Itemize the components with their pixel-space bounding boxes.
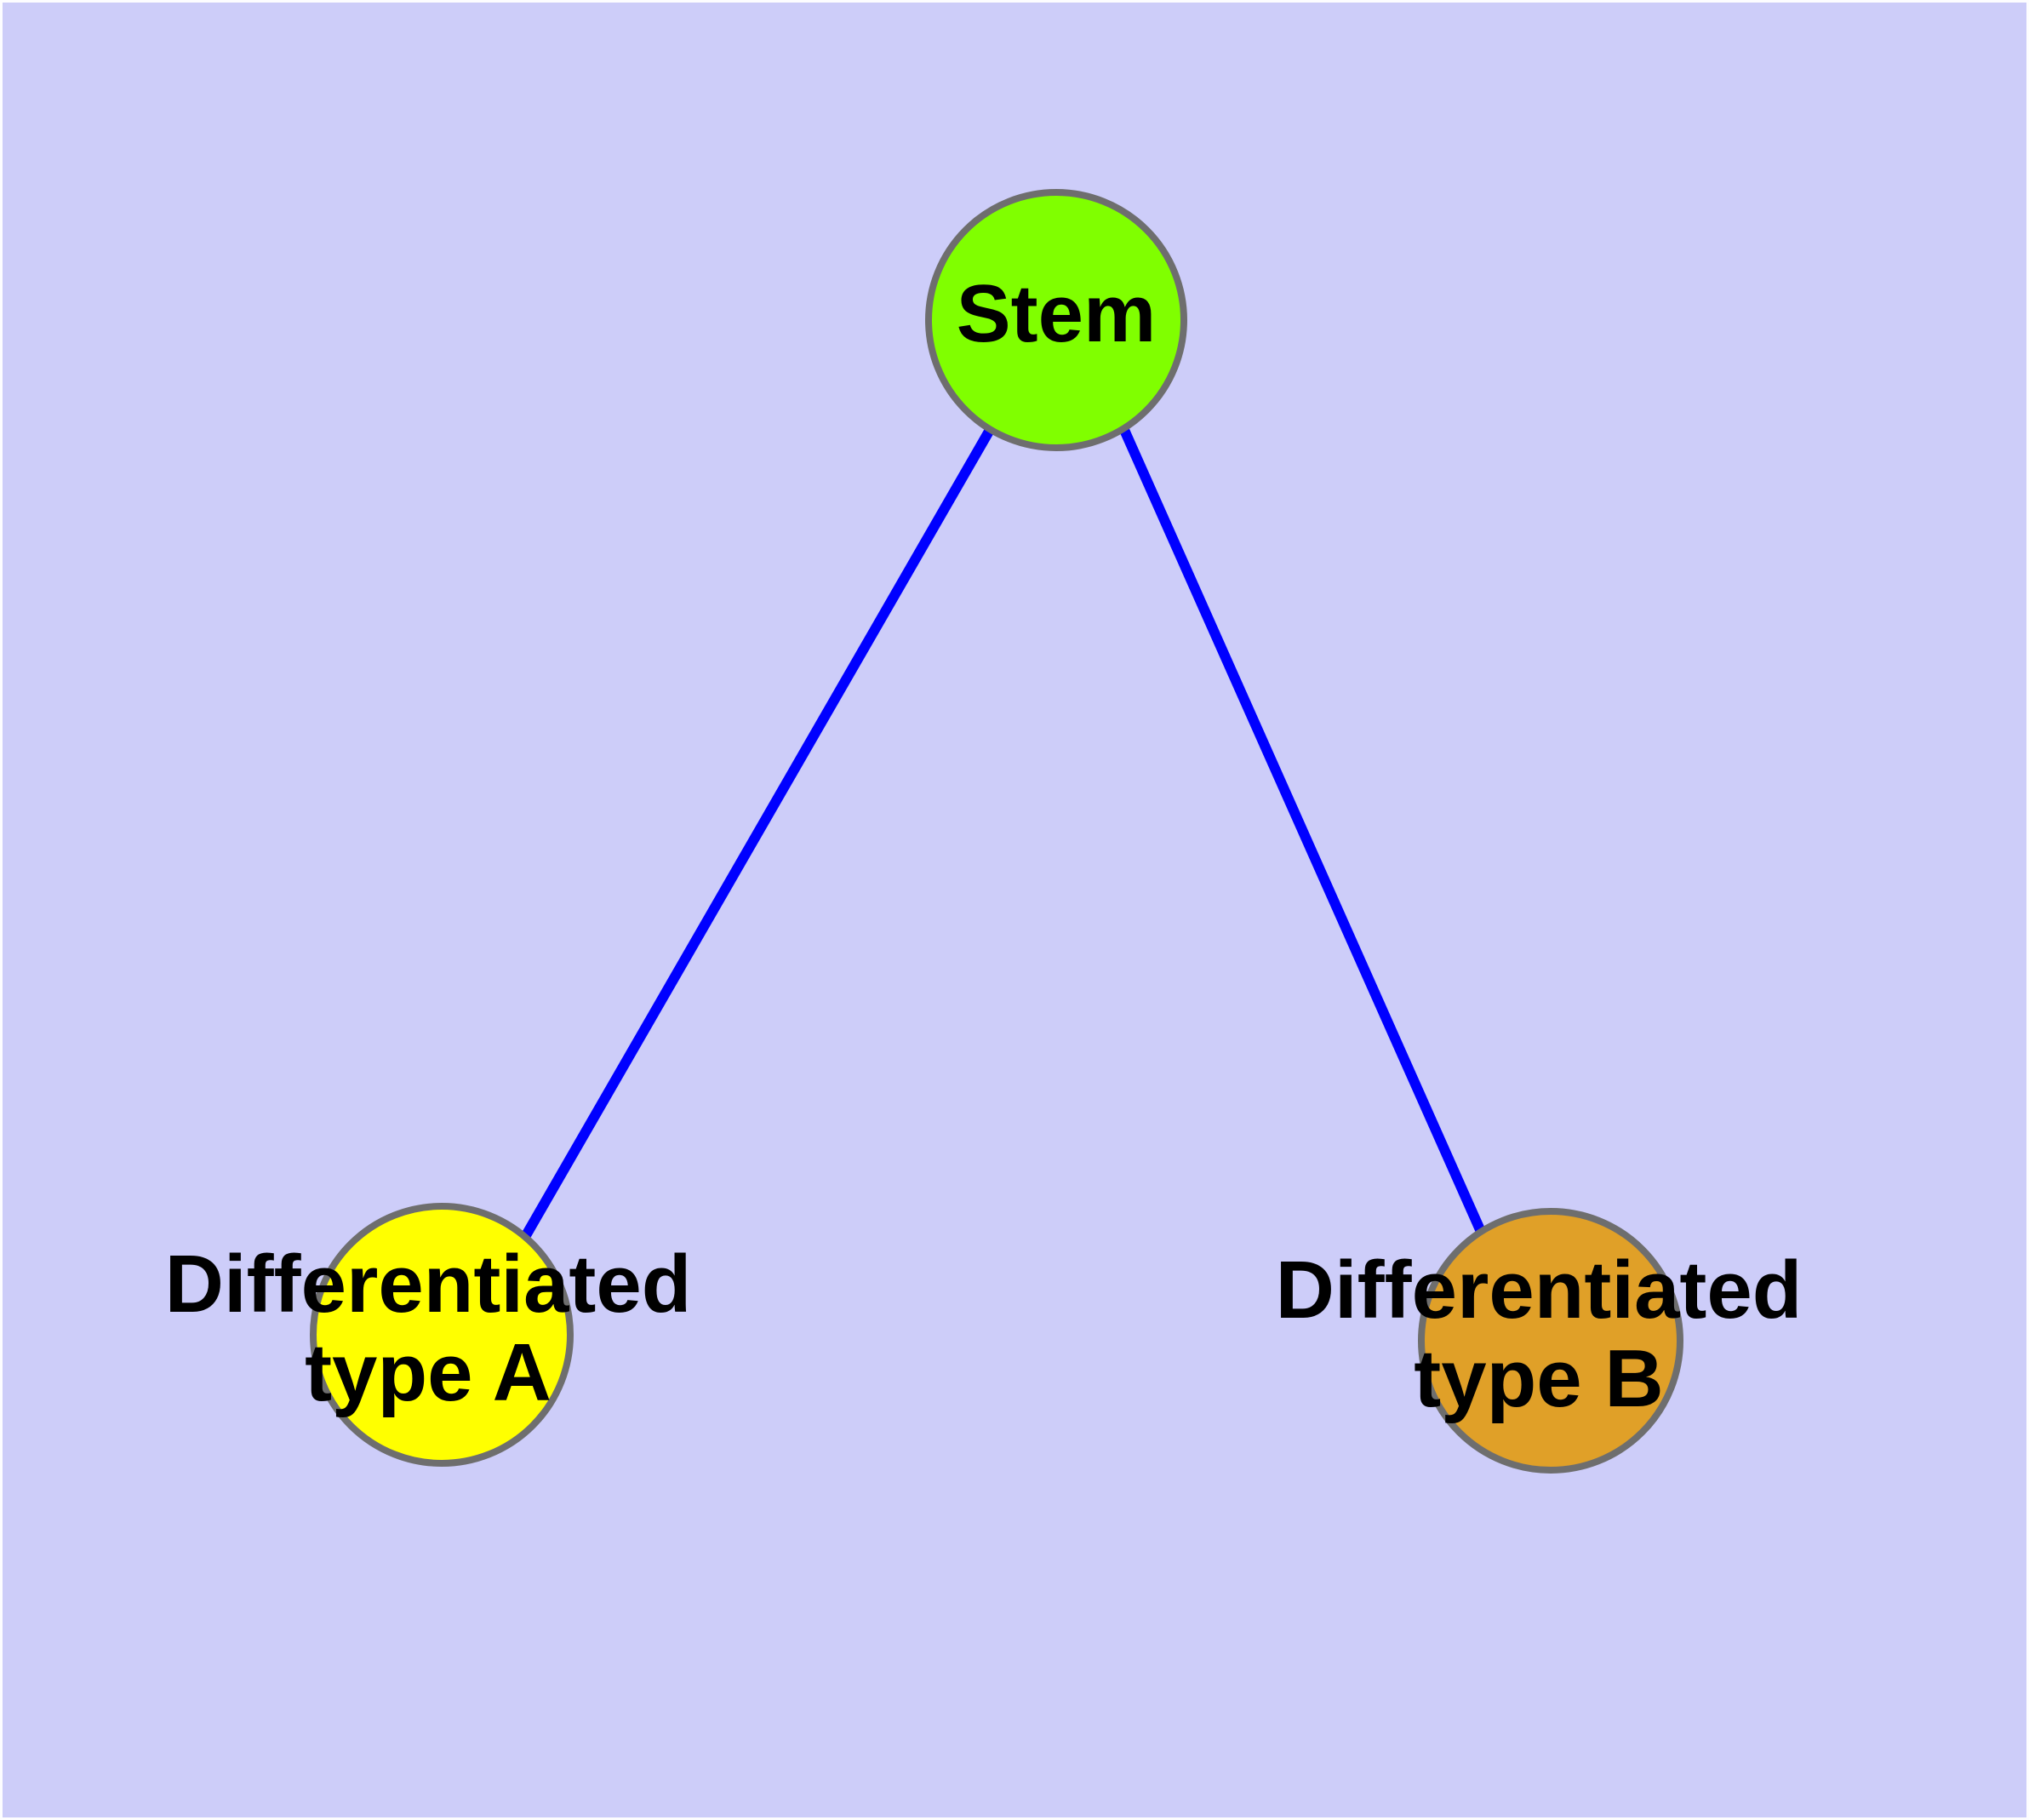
node-layer	[310, 189, 1683, 1474]
edge-stem-to-a[interactable]	[520, 427, 995, 1239]
node-diff-type-b[interactable]	[1418, 1208, 1683, 1474]
edge-stem-to-b[interactable]	[1119, 427, 1487, 1236]
node-label-line: Stem	[957, 268, 1157, 359]
node-label-line: Differentiated	[165, 1239, 692, 1330]
node-stem[interactable]	[925, 189, 1187, 451]
node-label-stem: Stem	[957, 268, 1157, 359]
edge-layer	[520, 427, 1487, 1239]
node-label-line: Differentiated	[1276, 1245, 1803, 1336]
node-diff-type-a[interactable]	[310, 1203, 574, 1467]
node-label-line: type A	[305, 1327, 552, 1418]
node-label-line: type B	[1414, 1333, 1663, 1424]
